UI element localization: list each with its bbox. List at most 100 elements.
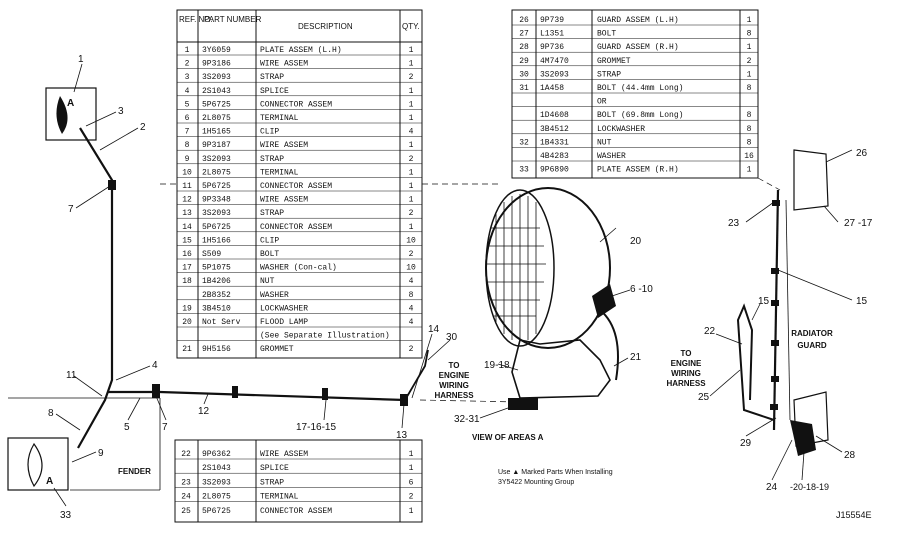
- description-cell: PLATE ASSEM (L.H): [260, 46, 342, 55]
- lamp-lens-rim: [485, 189, 555, 347]
- part-number-cell: 9P736: [540, 43, 564, 52]
- ref-cell: 18: [182, 277, 192, 286]
- flood-lamp-view: 20 6 -10 19-18 21 32-31 VIEW OF AREAS A …: [454, 187, 653, 486]
- part-number-cell: 9H5156: [202, 345, 231, 354]
- ref-cell: 29: [519, 57, 529, 66]
- description-cell: STRAP: [260, 478, 284, 487]
- to-engine-right-4: HARNESS: [666, 379, 706, 388]
- qty-cell: 1: [409, 450, 414, 459]
- leader-30: [427, 339, 451, 361]
- ref-cell: 13: [182, 209, 192, 218]
- ref-cell: 33: [519, 166, 529, 175]
- part-number-cell: 3S2093: [202, 209, 231, 218]
- to-engine-left-2: ENGINE: [439, 371, 470, 380]
- part-number-cell: 9P3187: [202, 141, 231, 150]
- ref-cell: 8: [185, 141, 190, 150]
- upper-lamp-icon: [56, 96, 68, 134]
- leader-8: [55, 413, 81, 431]
- to-engine-left-3: WIRING: [439, 381, 469, 390]
- leader-20: [599, 227, 617, 243]
- ref-cell: 28: [519, 43, 529, 52]
- description-cell: SPLICE: [260, 464, 289, 473]
- leader-22: [715, 333, 743, 345]
- lamp-housing: [485, 187, 611, 349]
- leader-7b: [155, 395, 167, 421]
- part-number-cell: 3S2093: [202, 478, 231, 487]
- guard-top-plate: [793, 149, 829, 211]
- radiator-guard-view: 26 27 -17 23 15 15 22 25 29 24 28 -20-18…: [666, 148, 872, 493]
- callout-4: 4: [152, 360, 158, 371]
- leader-21: [613, 357, 629, 367]
- leader-19-18: [497, 363, 519, 371]
- callout-22: 22: [704, 326, 716, 337]
- ref-cell: 25: [181, 507, 191, 516]
- description-cell: CLIP: [260, 236, 279, 245]
- qty-cell: 8: [747, 30, 752, 39]
- part-number-cell: 3B4510: [202, 304, 231, 313]
- leader-13: [401, 403, 405, 429]
- ref-cell: 21: [182, 345, 192, 354]
- description-cell: GROMMET: [260, 345, 294, 354]
- part-number-cell: 5P6725: [202, 507, 231, 516]
- leader-6-10: [611, 289, 631, 297]
- to-engine-right-2: ENGINE: [671, 359, 702, 368]
- description-cell: LOCKWASHER: [597, 125, 645, 134]
- ref-cell: 26: [519, 16, 529, 25]
- guard-wire-loop: [736, 303, 775, 421]
- ref-cell: 3: [185, 73, 190, 82]
- ref-cell: 19: [182, 304, 192, 313]
- main-table-header-part: PART NUMBER: [204, 15, 262, 24]
- lamp-lens-grid: [487, 194, 546, 342]
- leader-5: [127, 397, 141, 421]
- ref-cell: 10: [182, 168, 192, 177]
- qty-cell: 1: [409, 507, 414, 516]
- callout-9: 9: [98, 448, 104, 459]
- leader-11: [73, 375, 103, 397]
- ref-cell: 7: [185, 128, 190, 137]
- fender-label: FENDER: [118, 467, 151, 476]
- description-cell: CONNECTOR ASSEM: [260, 182, 332, 191]
- ref-cell: 15: [182, 236, 192, 245]
- description-cell: CLIP: [260, 128, 279, 137]
- qty-cell: 1: [409, 46, 414, 55]
- right-table-border: [511, 9, 759, 179]
- leader-32-31: [479, 407, 509, 419]
- leader-28: [815, 435, 843, 453]
- qty-cell: 16: [744, 152, 754, 161]
- description-cell: STRAP: [260, 155, 284, 164]
- view-reference-line-lower: [419, 399, 521, 403]
- qty-cell: 4: [409, 277, 414, 286]
- description-cell: CONNECTOR ASSEM: [260, 100, 332, 109]
- description-cell: NUT: [260, 277, 275, 286]
- upper-lamp-plate: [45, 87, 97, 141]
- ref-cell: 23: [181, 478, 191, 487]
- leader-20-18-19: [801, 451, 805, 481]
- qty-cell: 10: [406, 236, 416, 245]
- lamp-wire-grommet: [592, 284, 616, 318]
- callout-15a: 15: [758, 296, 770, 307]
- part-number-cell: 2S1043: [202, 87, 231, 96]
- qty-cell: 2: [409, 250, 414, 259]
- leader-26: [825, 149, 853, 163]
- install-note-line-1: Use ▲ Marked Parts When Installing: [498, 469, 613, 476]
- qty-cell: 2: [747, 57, 752, 66]
- part-number-cell: 2L8075: [202, 168, 231, 177]
- callout-6-10: 6 -10: [630, 284, 653, 295]
- description-cell: STRAP: [597, 70, 621, 79]
- callout-19-18: 19-18: [484, 360, 510, 371]
- ref-cell: 30: [519, 70, 529, 79]
- leader-14: [411, 333, 433, 399]
- description-cell: STRAP: [260, 73, 284, 82]
- description-cell: BOLT: [260, 250, 279, 259]
